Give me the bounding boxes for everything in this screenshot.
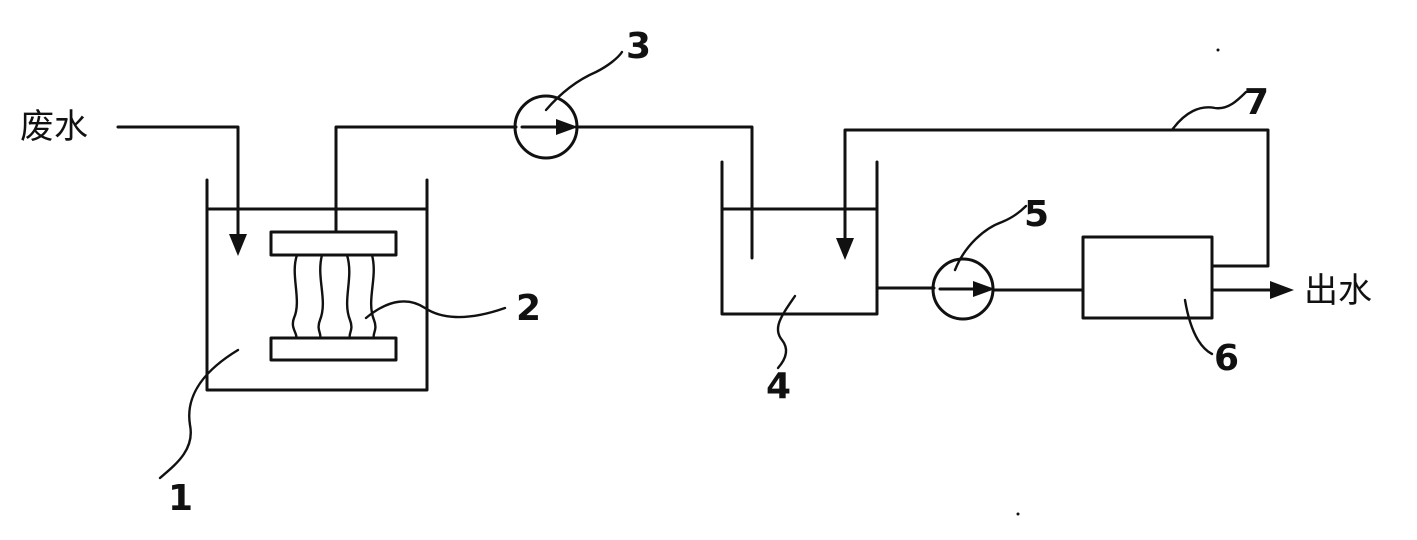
membrane-fiber <box>317 253 324 340</box>
leader-line-7 <box>1170 90 1248 132</box>
membrane-module-bottom-header <box>269 336 398 362</box>
tank-4 <box>720 160 879 316</box>
inlet-arrow-icon <box>229 234 247 256</box>
leader-line-1 <box>158 348 240 480</box>
leader-line-5 <box>953 204 1028 272</box>
unit-6 <box>1081 235 1214 320</box>
membrane-fiber <box>291 253 299 340</box>
membrane-module-top-header <box>269 230 398 257</box>
component-number-1: 1 <box>168 478 193 519</box>
pump-3-arrow-icon <box>556 119 578 135</box>
recycle-pipe-7 <box>843 128 1270 268</box>
inlet-label: 废水 <box>20 107 88 147</box>
outlet-arrow-icon <box>1270 281 1294 299</box>
outlet-label: 出水 <box>1304 271 1372 311</box>
leader-line-3 <box>544 50 624 112</box>
leader-line-6 <box>1183 298 1214 356</box>
component-number-2: 2 <box>516 288 541 329</box>
pump-5-arrow-icon <box>973 281 995 297</box>
permeate-pipe <box>334 125 518 234</box>
scan-speck <box>1216 48 1220 52</box>
membrane-fiber <box>370 253 377 340</box>
scan-speck <box>1016 512 1020 516</box>
leader-line-4 <box>776 294 797 370</box>
leader-line-2 <box>364 300 507 320</box>
component-number-7: 7 <box>1244 82 1269 123</box>
component-number-4: 4 <box>766 366 791 407</box>
permeate-pipe-to-tank-4 <box>574 125 754 260</box>
component-number-6: 6 <box>1214 338 1239 379</box>
component-number-5: 5 <box>1024 194 1049 235</box>
inlet-pipe <box>116 125 240 242</box>
recycle-arrow-icon <box>836 238 854 260</box>
component-number-3: 3 <box>626 26 651 67</box>
tank-1 <box>205 178 429 392</box>
membrane-fiber <box>345 253 353 340</box>
